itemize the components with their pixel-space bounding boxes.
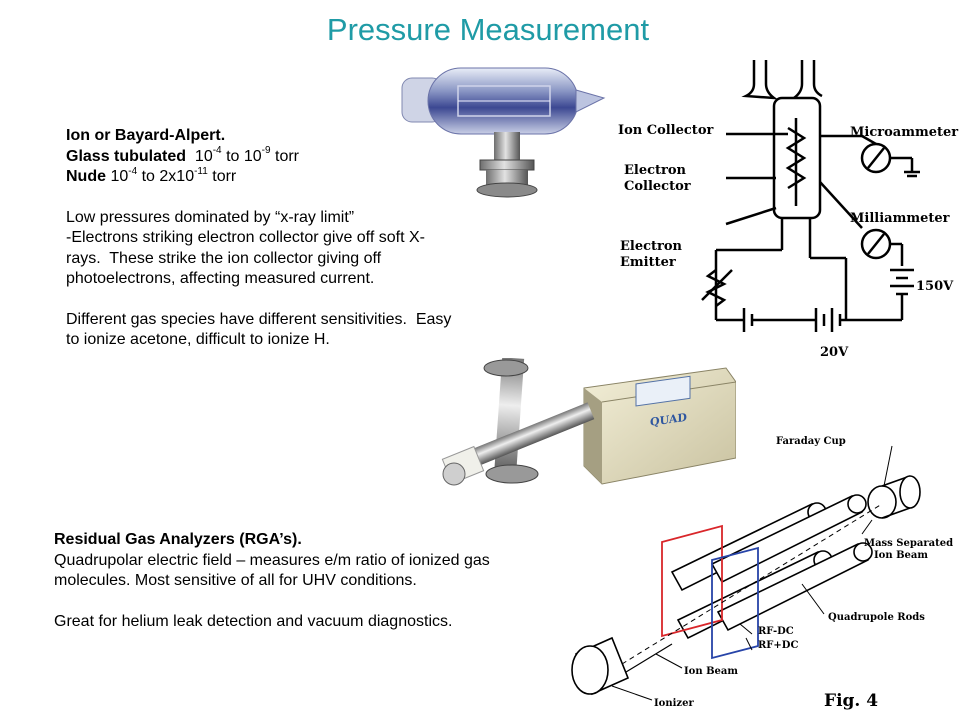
v150-label: 150V [916,279,954,294]
xray-line-1: Low pressures dominated by “x-ray limit” [66,208,355,226]
milliammeter-label: Milliammeter [850,211,950,226]
nude-range-line: Nude 10-4 to 2x10-11 torr [66,165,237,185]
electron-emitter-label-2: Emitter [620,255,676,270]
rga-heading: Residual Gas Analyzers (RGA’s). [54,531,302,548]
species-line-2: to ionize acetone, difficult to ionize H… [66,331,330,348]
quadrupole-diagram: Faraday Cup Mass Separated Ion Beam RF-D… [571,436,953,711]
electron-collector-label-2: Collector [624,179,691,194]
rf-plus-dc-label: RF+DC [758,640,798,651]
nude-label: Nude [66,168,106,185]
ionizer-label: Ionizer [654,698,694,709]
glass-label: Glass tubulated [66,147,187,165]
quadrupole-rods-label: Quadrupole Rods [828,612,925,623]
xray-line-4: photoelectrons, affecting measured curre… [66,270,375,287]
ion-beam-label: Ion Beam [684,666,738,677]
faraday-cup-label: Faraday Cup [776,436,846,447]
page-title: Pressure Measurement [326,12,650,47]
electron-collector-label-1: Electron [624,163,687,178]
rga-line-3: Great for helium leak detection and vacu… [54,612,453,630]
ion-gauge-text: Ion or Bayard-Alpert. Glass tubulated 10… [66,126,536,351]
glass-range-line: Glass tubulated 10-4 to 10-9 torr [66,145,300,165]
xray-line-3: rays. These strike the ion collector giv… [66,249,382,267]
rga-line-1: Quadrupolar electric field – measures e/… [54,551,490,569]
mass-separated-label-1: Mass Separated [864,538,953,549]
rga-text: Residual Gas Analyzers (RGA’s). Quadrupo… [54,530,574,632]
ion-gauge-photo [401,67,606,198]
ion-collector-label: Ion Collector [618,123,713,138]
species-line-1: Different gas species have different sen… [66,310,452,328]
fig-label: Fig. 4 [824,691,878,711]
xray-line-2: -Electrons striking electron collector g… [66,229,425,246]
ion-gauge-heading: Ion or Bayard-Alpert. [66,127,226,144]
electron-emitter-label-1: Electron [620,239,683,254]
mass-separated-label-2: Ion Beam [874,550,928,561]
v20-label: 20V [820,345,849,360]
rf-minus-dc-label: RF-DC [758,626,794,637]
ion-gauge-circuit-diagram: Ion Collector Electron Collector Electro… [618,60,958,360]
rga-line-2: molecules. Most sensitive of all for UHV… [54,572,417,589]
rga-brand-label: QUAD [650,411,687,429]
rga-device-photo: QUAD [441,358,736,486]
microammeter-label: Microammeter [850,125,958,140]
